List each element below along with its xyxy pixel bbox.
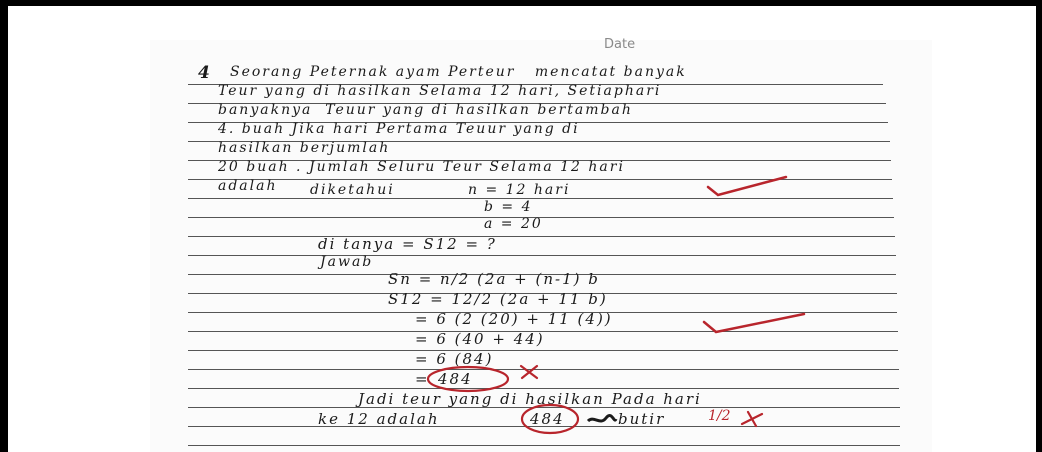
problem-line-2: Teur yang di hasilkan Selama 12 hari, Se…: [218, 83, 662, 99]
problem-line-5: hasilkan berjumlah: [218, 140, 391, 156]
date-label: Date: [604, 37, 636, 52]
cross-mark-icon: [519, 364, 539, 380]
problem-line-7: adalah: [218, 178, 278, 194]
known-n: n = 12 hari: [468, 182, 571, 198]
checkmark-icon: [702, 312, 806, 334]
calc-result-value: 484: [438, 370, 473, 388]
score-mark: 1/2: [708, 408, 731, 424]
result-circle: [426, 365, 510, 393]
known-label: diketahui: [310, 182, 395, 198]
value-circle: [520, 403, 580, 435]
strikethrough-scribble: [586, 413, 618, 423]
problem-number: 4: [198, 63, 212, 83]
calc-line-1: = 6 (2 (20) + 11 (4)): [415, 310, 613, 328]
known-b: b = 4: [484, 199, 533, 215]
problem-line-4: 4. buah Jika hari Pertama Teuur yang di: [218, 121, 580, 137]
calc-line-3: = 6 (84): [415, 350, 494, 368]
calc-line-2: = 6 (40 + 44): [415, 330, 545, 348]
known-a: a = 20: [484, 216, 543, 232]
answer-label: Jawab: [320, 254, 374, 270]
calc-result-prefix: =: [415, 370, 430, 388]
cross-mark-icon: [740, 410, 764, 428]
conclusion-line-1: Jadi teur yang di hasilkan Pada hari: [358, 390, 702, 408]
notebook-page: [150, 40, 932, 452]
problem-line-6: 20 buah . Jumlah Seluru Teur Selama 12 h…: [218, 159, 625, 175]
formula-line: Sn = n/2 (2a + (n-1) b: [388, 270, 600, 288]
checkmark-icon: [706, 175, 788, 197]
substitution-line: S12 = 12/2 (2a + 11 b): [388, 290, 608, 308]
conclusion-unit: butir: [618, 410, 666, 428]
conclusion-value: 484: [530, 410, 565, 428]
asked-line: di tanya = S12 = ?: [318, 235, 497, 253]
problem-line-3: banyaknya Teuur yang di hasilkan bertamb…: [218, 102, 633, 118]
conclusion-line-2: ke 12 adalah: [318, 410, 440, 428]
problem-line-1: Seorang Peternak ayam Perteur mencatat b…: [230, 64, 687, 80]
